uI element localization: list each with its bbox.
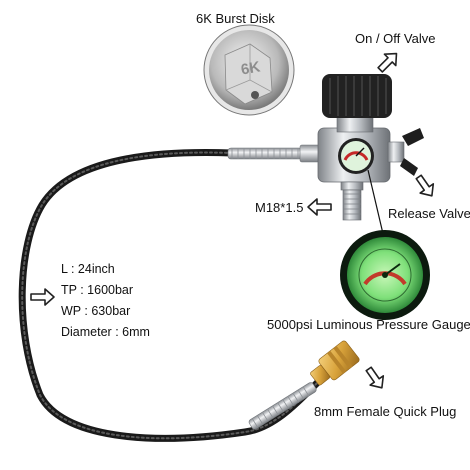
braided-hose <box>18 149 324 442</box>
thread-label: M18*1.5 <box>255 200 304 215</box>
burst-disk-stamp: 6K <box>239 58 262 79</box>
burst-disk-icon <box>203 24 295 116</box>
spec-item: L : 24inch <box>61 262 115 276</box>
spring-guard-top <box>227 147 303 160</box>
spec-item: WP : 630bar <box>61 304 131 318</box>
hollow-arrow-icon <box>30 52 435 389</box>
spec-item: Diameter : 6mm <box>61 325 150 339</box>
on-off-valve-label: On / Off Valve <box>355 31 436 46</box>
gauge-icon <box>340 230 430 320</box>
burst-disk-label: 6K Burst Disk <box>196 11 275 26</box>
quick-plug-label: 8mm Female Quick Plug <box>314 404 457 419</box>
valve-assembly <box>299 74 424 239</box>
gauge-label: 5000psi Luminous Pressure Gauge <box>267 317 470 332</box>
quick-plug <box>310 340 360 386</box>
spec-item: TP : 1600bar <box>61 283 134 297</box>
spring-guard-bottom <box>248 382 317 430</box>
release-valve-label: Release Valve <box>388 206 470 221</box>
